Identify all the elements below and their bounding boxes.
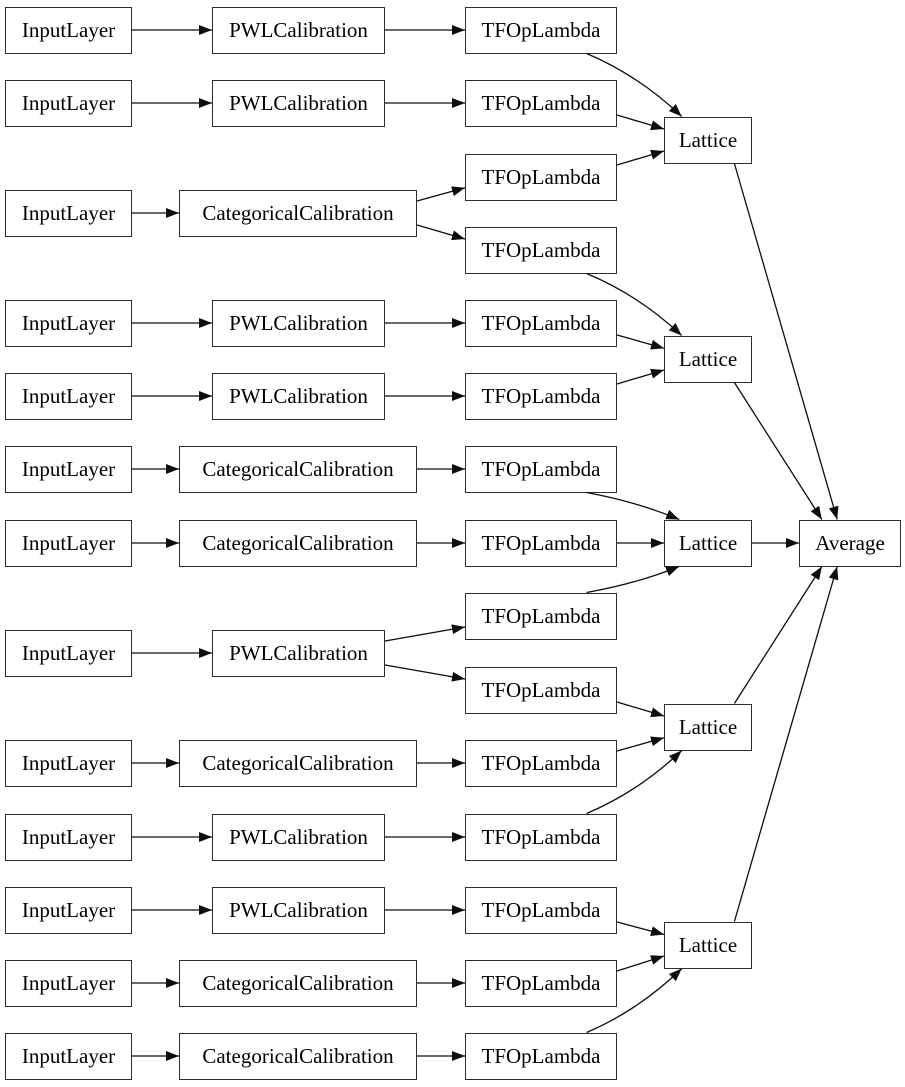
node-label: InputLayer <box>21 17 116 42</box>
node-cal_6: CategoricalCalibration <box>179 445 417 493</box>
node-cal_12: CategoricalCalibration <box>179 959 417 1007</box>
node-label: CategoricalCalibration <box>202 750 394 775</box>
node-cal_4: PWLCalibration <box>212 299 385 347</box>
node-label: Average <box>815 530 885 555</box>
node-tf_1: TFOpLambda <box>465 6 617 54</box>
node-label: CategoricalCalibration <box>202 970 394 995</box>
node-label: InputLayer <box>21 897 116 922</box>
node-cal_5: PWLCalibration <box>212 372 385 420</box>
node-label: InputLayer <box>21 200 116 225</box>
node-label: InputLayer <box>21 1043 116 1068</box>
node-label: Lattice <box>678 530 738 555</box>
node-tf_9: TFOpLambda <box>465 592 617 640</box>
node-label: PWLCalibration <box>229 897 368 922</box>
node-label: TFOpLambda <box>481 603 601 628</box>
node-label: PWLCalibration <box>229 310 368 335</box>
node-il_3: InputLayer <box>5 189 132 237</box>
node-label: TFOpLambda <box>481 456 601 481</box>
node-label: TFOpLambda <box>481 90 601 115</box>
node-lat_4: Lattice <box>664 703 752 751</box>
node-label: InputLayer <box>21 383 116 408</box>
node-tf_14: TFOpLambda <box>465 959 617 1007</box>
node-il_1: InputLayer <box>5 6 132 54</box>
node-tf_6: TFOpLambda <box>465 372 617 420</box>
node-cal_9: CategoricalCalibration <box>179 739 417 787</box>
node-tf_8: TFOpLambda <box>465 519 617 567</box>
node-avg: Average <box>799 519 901 567</box>
node-label: PWLCalibration <box>229 383 368 408</box>
node-lat_5: Lattice <box>664 921 752 969</box>
node-il_12: InputLayer <box>5 959 132 1007</box>
node-label: TFOpLambda <box>481 383 601 408</box>
node-label: Lattice <box>678 714 738 739</box>
node-label: InputLayer <box>21 640 116 665</box>
node-label: TFOpLambda <box>481 824 601 849</box>
node-tf_11: TFOpLambda <box>465 739 617 787</box>
node-il_7: InputLayer <box>5 519 132 567</box>
node-label: TFOpLambda <box>481 164 601 189</box>
node-cal_10: PWLCalibration <box>212 813 385 861</box>
node-label: PWLCalibration <box>229 17 368 42</box>
node-cal_2: PWLCalibration <box>212 79 385 127</box>
node-il_2: InputLayer <box>5 79 132 127</box>
node-label: TFOpLambda <box>481 17 601 42</box>
node-label: CategoricalCalibration <box>202 530 394 555</box>
node-label: TFOpLambda <box>481 897 601 922</box>
node-label: InputLayer <box>21 310 116 335</box>
node-il_8: InputLayer <box>5 629 132 677</box>
node-tf_4: TFOpLambda <box>465 226 617 274</box>
node-label: PWLCalibration <box>229 824 368 849</box>
node-il_5: InputLayer <box>5 372 132 420</box>
node-tf_5: TFOpLambda <box>465 299 617 347</box>
node-label: PWLCalibration <box>229 640 368 665</box>
node-il_6: InputLayer <box>5 445 132 493</box>
node-cal_3: CategoricalCalibration <box>179 189 417 237</box>
node-label: InputLayer <box>21 824 116 849</box>
node-label: InputLayer <box>21 90 116 115</box>
node-label: Lattice <box>678 127 738 152</box>
node-label: InputLayer <box>21 456 116 481</box>
node-label: CategoricalCalibration <box>202 456 394 481</box>
node-tf_3: TFOpLambda <box>465 153 617 201</box>
node-label: InputLayer <box>21 970 116 995</box>
node-cal_8: PWLCalibration <box>212 629 385 677</box>
node-il_10: InputLayer <box>5 813 132 861</box>
node-label: CategoricalCalibration <box>202 200 394 225</box>
node-label: InputLayer <box>21 530 116 555</box>
node-tf_13: TFOpLambda <box>465 886 617 934</box>
node-tf_15: TFOpLambda <box>465 1032 617 1080</box>
node-label: TFOpLambda <box>481 750 601 775</box>
node-label: TFOpLambda <box>481 677 601 702</box>
node-cal_11: PWLCalibration <box>212 886 385 934</box>
node-il_9: InputLayer <box>5 739 132 787</box>
node-tf_12: TFOpLambda <box>465 813 617 861</box>
node-label: PWLCalibration <box>229 90 368 115</box>
node-il_11: InputLayer <box>5 886 132 934</box>
node-lat_2: Lattice <box>664 335 752 383</box>
node-tf_10: TFOpLambda <box>465 666 617 714</box>
node-label: TFOpLambda <box>481 310 601 335</box>
node-tf_7: TFOpLambda <box>465 445 617 493</box>
node-label: TFOpLambda <box>481 530 601 555</box>
node-label: Lattice <box>678 932 738 957</box>
node-label: TFOpLambda <box>481 237 601 262</box>
node-cal_7: CategoricalCalibration <box>179 519 417 567</box>
node-lat_3: Lattice <box>664 519 752 567</box>
node-label: TFOpLambda <box>481 970 601 995</box>
node-label: TFOpLambda <box>481 1043 601 1068</box>
node-tf_2: TFOpLambda <box>465 79 617 127</box>
node-cal_13: CategoricalCalibration <box>179 1032 417 1080</box>
node-label: InputLayer <box>21 750 116 775</box>
node-label: Lattice <box>678 346 738 371</box>
node-il_13: InputLayer <box>5 1032 132 1080</box>
node-label: CategoricalCalibration <box>202 1043 394 1068</box>
node-cal_1: PWLCalibration <box>212 6 385 54</box>
node-il_4: InputLayer <box>5 299 132 347</box>
node-lat_1: Lattice <box>664 116 752 164</box>
